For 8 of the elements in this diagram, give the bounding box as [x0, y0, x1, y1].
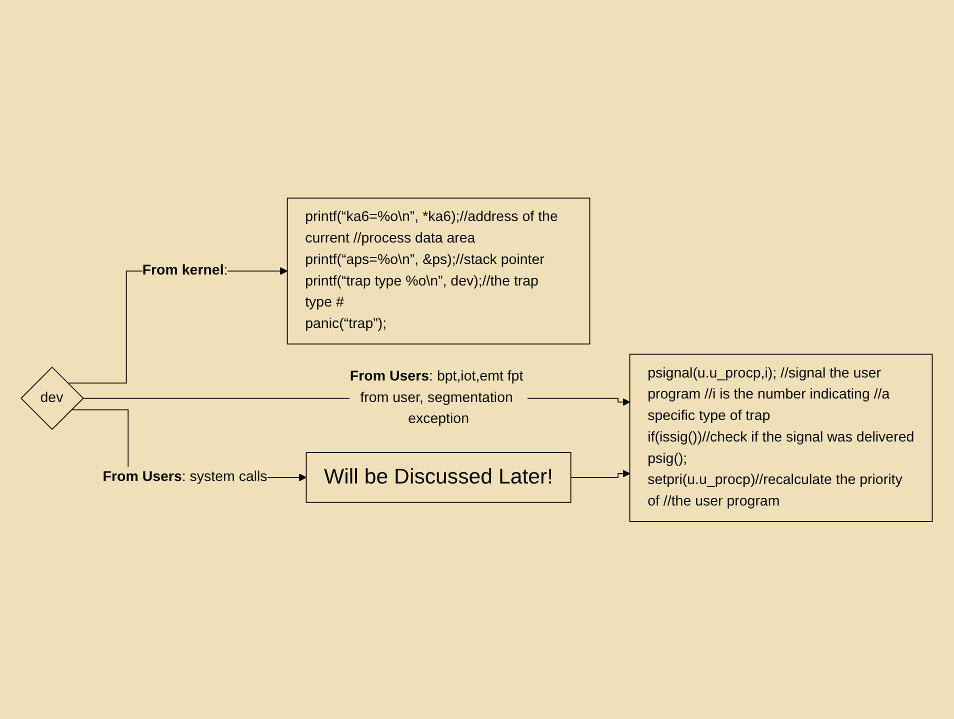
node-box: Will be Discussed Later! — [306, 452, 572, 502]
edge-label: From Users: bpt,iot,emt fpt from user, segmentation exception — [350, 368, 524, 426]
node-box: printf(“ka6=%o\n”, *ka6);//address of the current //process data area printf(“aps=%o\n”, &ps);//stack pointer printf(“trap type %o\n”, dev);//the trap type # panic(“trap”); — [287, 197, 591, 344]
node-box: psignal(u.u_procp,i); //signal the user program //i is the number indicating //a specific type of trap if(issig())//check if the signal was delivered psig(); setpri(u.u_procp)//recalculate the priority of //the user program — [630, 354, 934, 522]
edge-label: From Users: system calls — [103, 469, 268, 484]
edge-label: From kernel: — [142, 262, 228, 278]
arrow — [570, 469, 631, 478]
node-diamond: dev — [20, 366, 84, 430]
